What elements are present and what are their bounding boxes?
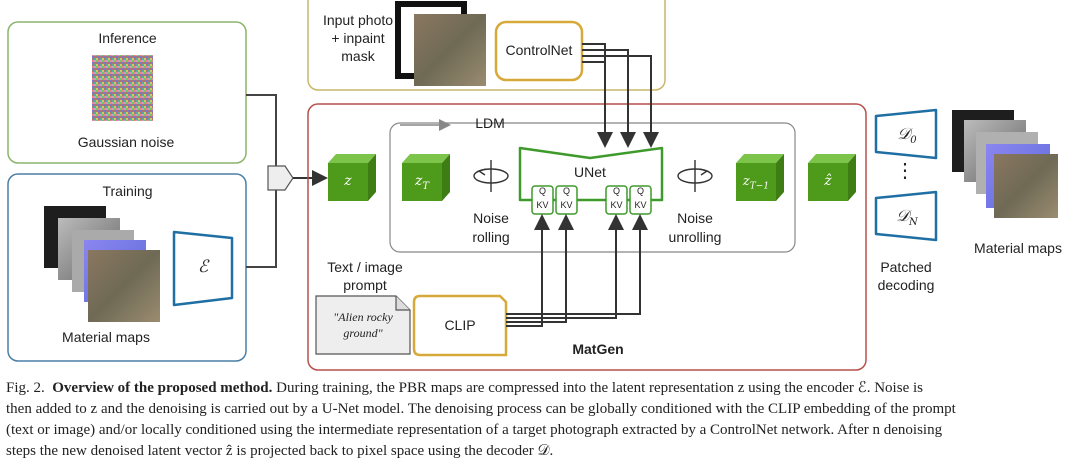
latent-cube-z [328, 154, 376, 201]
matgen-box [307, 103, 867, 371]
caption-bold: Overview of the proposed method. [52, 380, 273, 396]
input-photo-label-1: Input photo [322, 12, 394, 28]
clip-block [412, 294, 508, 357]
noise-unrolling-icon [677, 160, 713, 192]
qkv-2-q: Q [562, 186, 570, 196]
controlnet-label: ControlNet [505, 42, 573, 58]
zhat-label: ẑ [824, 173, 832, 189]
matgen-title: MatGen [572, 341, 624, 357]
noise-unrolling-label-2: unrolling [668, 229, 722, 245]
decoder-0-label: 𝒟0 [897, 124, 917, 147]
caption-line-3: (text or image) and/or locally condition… [6, 422, 943, 438]
noise-unrolling-label-1: Noise [677, 210, 713, 226]
noise-rolling-label-1: Noise [473, 210, 509, 226]
patched-decoding-2: decoding [877, 277, 935, 293]
caption-line-4: steps the new denoised latent vector ẑ i… [6, 443, 554, 459]
noise-rolling-label-2: rolling [472, 229, 510, 245]
caption-text-1: During training, the PBR maps are compre… [276, 380, 923, 396]
qkv-1-kv: KV [536, 200, 549, 210]
figure-caption: Fig. 2. Overview of the proposed method.… [6, 378, 1078, 462]
ldm-label: LDM [475, 115, 505, 131]
training-maps-label: Material maps [62, 329, 150, 345]
latent-cube-zT [402, 154, 450, 201]
qkv-3-kv: KV [610, 200, 623, 210]
decoder-N-label: 𝒟N [896, 206, 918, 229]
output-map-5 [994, 154, 1058, 218]
latent-cube-zT1 [736, 154, 784, 201]
training-title: Training [102, 183, 153, 199]
prompt-label-2: prompt [343, 277, 387, 293]
decoder-dots: ⋮ [895, 160, 915, 182]
qkv-2-kv: KV [560, 200, 573, 210]
gaussian-noise-image [92, 55, 153, 121]
gaussian-noise-label: Gaussian noise [77, 134, 175, 150]
z-label: z [344, 173, 352, 189]
decoder-N [874, 190, 938, 242]
noise-rolling-icon [473, 160, 509, 192]
latent-cube-zhat [808, 154, 856, 201]
zT1-label: zT−1 [742, 174, 770, 192]
qkv-3-q: Q [612, 186, 620, 196]
qkv-4-kv: KV [634, 200, 647, 210]
zT-label: zT [414, 173, 430, 192]
caption-fig: Fig. 2. [6, 380, 45, 396]
caption-line-1: Fig. 2. Overview of the proposed method.… [6, 378, 1078, 399]
unet-label: UNet [574, 164, 606, 180]
inference-box [7, 21, 247, 164]
encoder-symbol: ℰ [197, 257, 209, 277]
prompt-label-1: Text / image [327, 259, 403, 275]
input-photo [414, 14, 486, 86]
prompt-text-1: "Alien rocky [333, 310, 393, 324]
clip-label: CLIP [444, 317, 476, 333]
prompt-text-2: ground" [343, 326, 383, 340]
diagram-canvas [7, 0, 1058, 371]
qkv-4-q: Q [636, 186, 644, 196]
qkv-1-q: Q [538, 186, 546, 196]
decoder-0 [874, 108, 938, 160]
encoder-block [172, 230, 234, 307]
input-photo-label-3: mask [341, 48, 375, 64]
prompt-document [315, 295, 411, 355]
input-photo-label-2: + inpaint [331, 30, 385, 46]
training-map-5 [88, 250, 160, 322]
ldm-box [389, 122, 796, 253]
patched-decoding-1: Patched [880, 259, 932, 275]
output-maps-label: Material maps [974, 240, 1062, 256]
inference-title: Inference [98, 30, 157, 46]
switch-node [267, 165, 294, 191]
control-box [307, 0, 666, 91]
caption-line-2: then added to z and the denoising is car… [6, 401, 956, 417]
